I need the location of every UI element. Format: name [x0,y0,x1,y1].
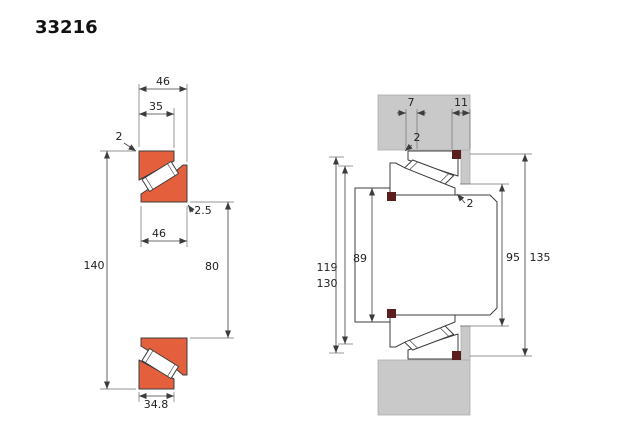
dim-bore-diameter: 80 [190,201,234,339]
dim-rib-clearance-diameter-value: 95 [506,251,520,264]
part-number: 33216 [35,17,98,38]
leader-line [404,143,413,152]
shaft-fillet-bottom [387,309,396,318]
housing-fillet-top [452,150,461,159]
dim-inner-ring-width: 46 [140,206,188,247]
dim-shoulder-outer-diameter: 130 [317,156,344,354]
dim-housing-rim-diameter: 135 [470,153,551,357]
dim-outer-diameter: 140 [84,150,136,390]
dim-shaft-shoulder-diameter-value: 89 [353,252,367,265]
dim-shaft-chamfer: 2 [456,193,474,210]
housing-bottom-block [377,359,471,416]
housing-fillet-bottom [452,351,461,360]
dim-inner-ring-chamfer-value: 2.5 [194,204,212,217]
dim-groove-width: 7 [397,96,426,149]
left-view-bearing-section: 46 35 2 140 80 [84,75,234,411]
dim-shoulder-outer-diameter-value: 130 [317,277,338,290]
outer-ring-top-section [138,150,175,181]
cup-bottom-mounted [407,333,459,360]
dim-inner-ring-width-value: 46 [152,227,166,240]
cage-line [167,163,176,176]
cup-top-mounted [407,150,459,177]
dim-shaft-chamfer-value: 2 [467,197,474,210]
dim-shoulder-inner-diameter: 119 [317,165,353,345]
leader-line [187,204,195,213]
dim-total-width-value: 46 [156,75,170,88]
dim-total-width: 46 [138,75,188,162]
shaft-fillet-top [387,192,396,201]
dim-housing-chamfer: 2 [404,131,421,152]
roller-top [141,161,179,192]
roller-bottom [141,348,179,379]
dim-outer-ring-chamfer-value: 2 [116,130,123,143]
dim-groove-width-value: 7 [408,96,415,109]
dim-shaft-shoulder-diameter: 89 [353,188,375,322]
dim-housing-chamfer-value: 2 [414,131,421,144]
cage-line [167,364,176,377]
leader-line [123,142,137,152]
cage-line [145,350,154,363]
dim-cup-width: 35 [139,100,175,148]
dim-load-center: 34.8 [138,392,175,411]
dim-load-center-value: 34.8 [144,398,169,411]
dim-cup-width-value: 35 [149,100,163,113]
dim-inner-ring-chamfer: 2.5 [187,204,212,217]
dim-housing-rim-diameter-value: 135 [530,251,551,264]
housing-bottom-shoulder [460,325,471,361]
dim-rib-clearance-diameter: 95 [460,183,520,327]
dim-shoulder-width-value: 11 [454,96,468,109]
right-view-mounting: 7 11 2 2 89 95 [317,94,551,416]
dim-bore-diameter-value: 80 [205,260,219,273]
dim-outer-ring-chamfer: 2 [116,130,137,152]
housing-top-shoulder [460,149,471,185]
dim-shoulder-width: 11 [451,96,471,149]
dim-shoulder-inner-diameter-value: 119 [317,261,338,274]
leader-line [456,193,466,204]
outer-ring-bottom-section [138,359,175,390]
shaft [354,187,498,323]
cage-line [145,177,154,190]
dim-outer-diameter-value: 140 [84,259,105,272]
